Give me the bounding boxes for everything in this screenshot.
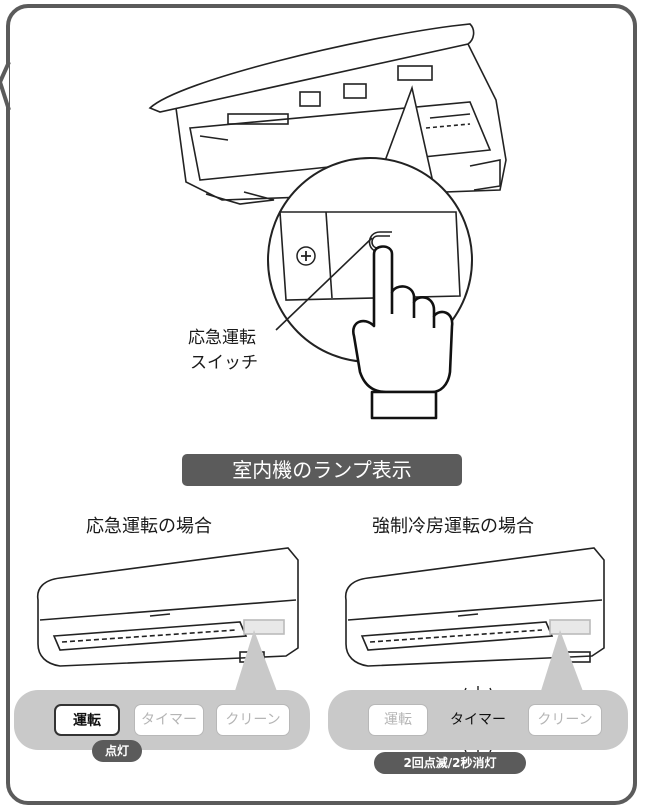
indoor-unit-left <box>36 547 299 667</box>
indoor-unit-open <box>148 23 507 205</box>
right-lamp-pointer <box>540 630 584 694</box>
left-clean-lamp: クリーン <box>216 704 290 736</box>
pressing-hand <box>352 245 454 420</box>
status-badge-blinking: 2回点滅/2秒消灯 <box>374 752 526 774</box>
lamp-display-banner: 室内機のランプ表示 <box>182 454 462 486</box>
left-lamp-pointer <box>234 630 278 694</box>
left-timer-lamp: タイマー <box>134 704 204 736</box>
right-clean-lamp: クリーン <box>528 704 602 736</box>
right-operation-lamp: 運転 <box>368 704 428 736</box>
emergency-mode-caption: 応急運転の場合 <box>86 516 212 537</box>
switch-leader-line <box>275 237 373 331</box>
switch-label-line2: スイッチ <box>190 353 258 373</box>
status-badge-lit: 点灯 <box>92 740 142 762</box>
frame-border <box>6 4 637 805</box>
right-timer-lamp-blinking: タイマー <box>450 712 506 728</box>
screw-icon <box>296 246 316 266</box>
forced-cooling-caption: 強制冷房運転の場合 <box>372 516 534 537</box>
left-operation-lamp: 運転 <box>54 704 120 736</box>
switch-label-line1: 応急運転 <box>188 328 256 348</box>
callout-pointer <box>0 61 11 111</box>
zoomed-panel <box>279 211 461 301</box>
